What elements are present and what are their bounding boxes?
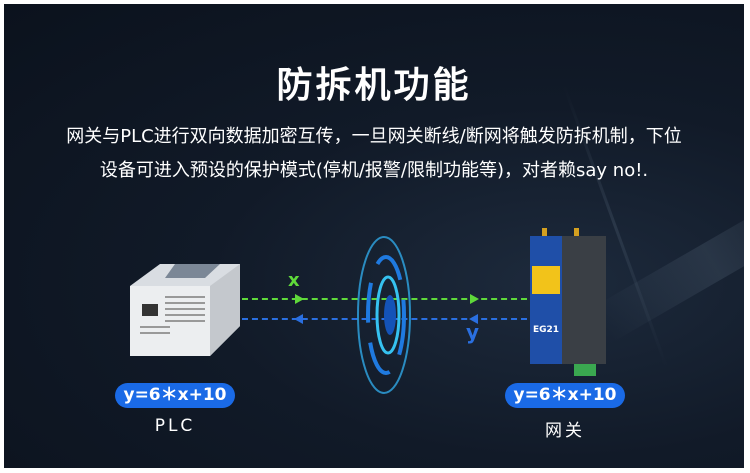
- plc-formula-badge: y=6＊x+10: [115, 383, 235, 408]
- background-streak: [594, 181, 744, 342]
- gateway-formula-badge: y=6＊x+10: [505, 383, 625, 408]
- description-line-1: 网关与PLC进行双向数据加密互传，一旦网关断线/断网将触发防拆机制，下位: [66, 126, 682, 147]
- gateway-model-label: EG21: [533, 325, 559, 335]
- arrow-left-icon: [294, 314, 303, 324]
- banner: 防拆机功能 网关与PLC进行双向数据加密互传，一旦网关断线/断网将触发防拆机制，…: [4, 4, 744, 468]
- arrow-left-icon: [469, 314, 478, 324]
- forward-signal-label: x: [288, 270, 300, 291]
- description-line-2: 设备可进入预设的保护模式(停机/报警/限制功能等)，对者赖say no!.: [99, 160, 649, 181]
- gateway-label: 网关: [545, 421, 585, 441]
- plc-label: PLC: [154, 416, 196, 436]
- arrow-right-icon: [470, 294, 479, 304]
- return-signal-label: y: [466, 320, 480, 344]
- forward-signal-line: [242, 298, 527, 300]
- encryption-ring-graphic: [357, 236, 411, 394]
- gateway-device-image: EG21: [530, 228, 606, 376]
- plc-device-image: [130, 264, 240, 356]
- page-title: 防拆机功能: [276, 65, 472, 106]
- arrow-right-icon: [295, 294, 304, 304]
